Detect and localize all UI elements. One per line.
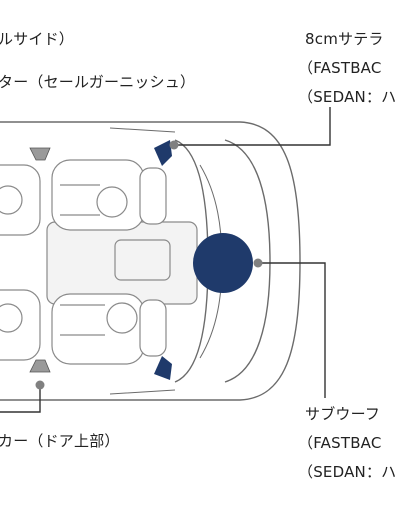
label-tweeter-title: 8cmサテラ xyxy=(305,30,384,48)
label-left-side: ルサイド） xyxy=(0,30,75,48)
tweeter-right xyxy=(154,140,172,166)
markers xyxy=(35,140,263,390)
rear-speakers xyxy=(29,147,51,373)
label-subwoofer-sedan: （SEDAN：ハ xyxy=(298,463,397,481)
leader-tweeter xyxy=(174,107,331,146)
label-left-door-speaker: カー（ドア上部） xyxy=(0,432,120,450)
label-tweeter-sedan: （SEDAN：ハ xyxy=(298,88,397,106)
label-subwoofer-fastback: （FASTBAC xyxy=(298,434,382,452)
seats xyxy=(0,159,167,365)
leader-subwoofer xyxy=(258,262,326,398)
label-tweeter-fastback: （FASTBAC xyxy=(298,59,382,77)
subwoofer xyxy=(193,233,253,293)
marker-tweeter xyxy=(169,140,179,150)
tweeter-left xyxy=(154,356,172,380)
tweeter-marks xyxy=(154,140,172,380)
marker-door xyxy=(35,380,45,390)
marker-subwoofer xyxy=(253,258,263,268)
label-left-tweeter: ター（セールガーニッシュ） xyxy=(0,73,196,91)
label-subwoofer-title: サブウーフ xyxy=(305,405,381,423)
center-console xyxy=(46,221,198,305)
leader-door xyxy=(0,385,41,413)
leader-lines xyxy=(0,107,331,413)
